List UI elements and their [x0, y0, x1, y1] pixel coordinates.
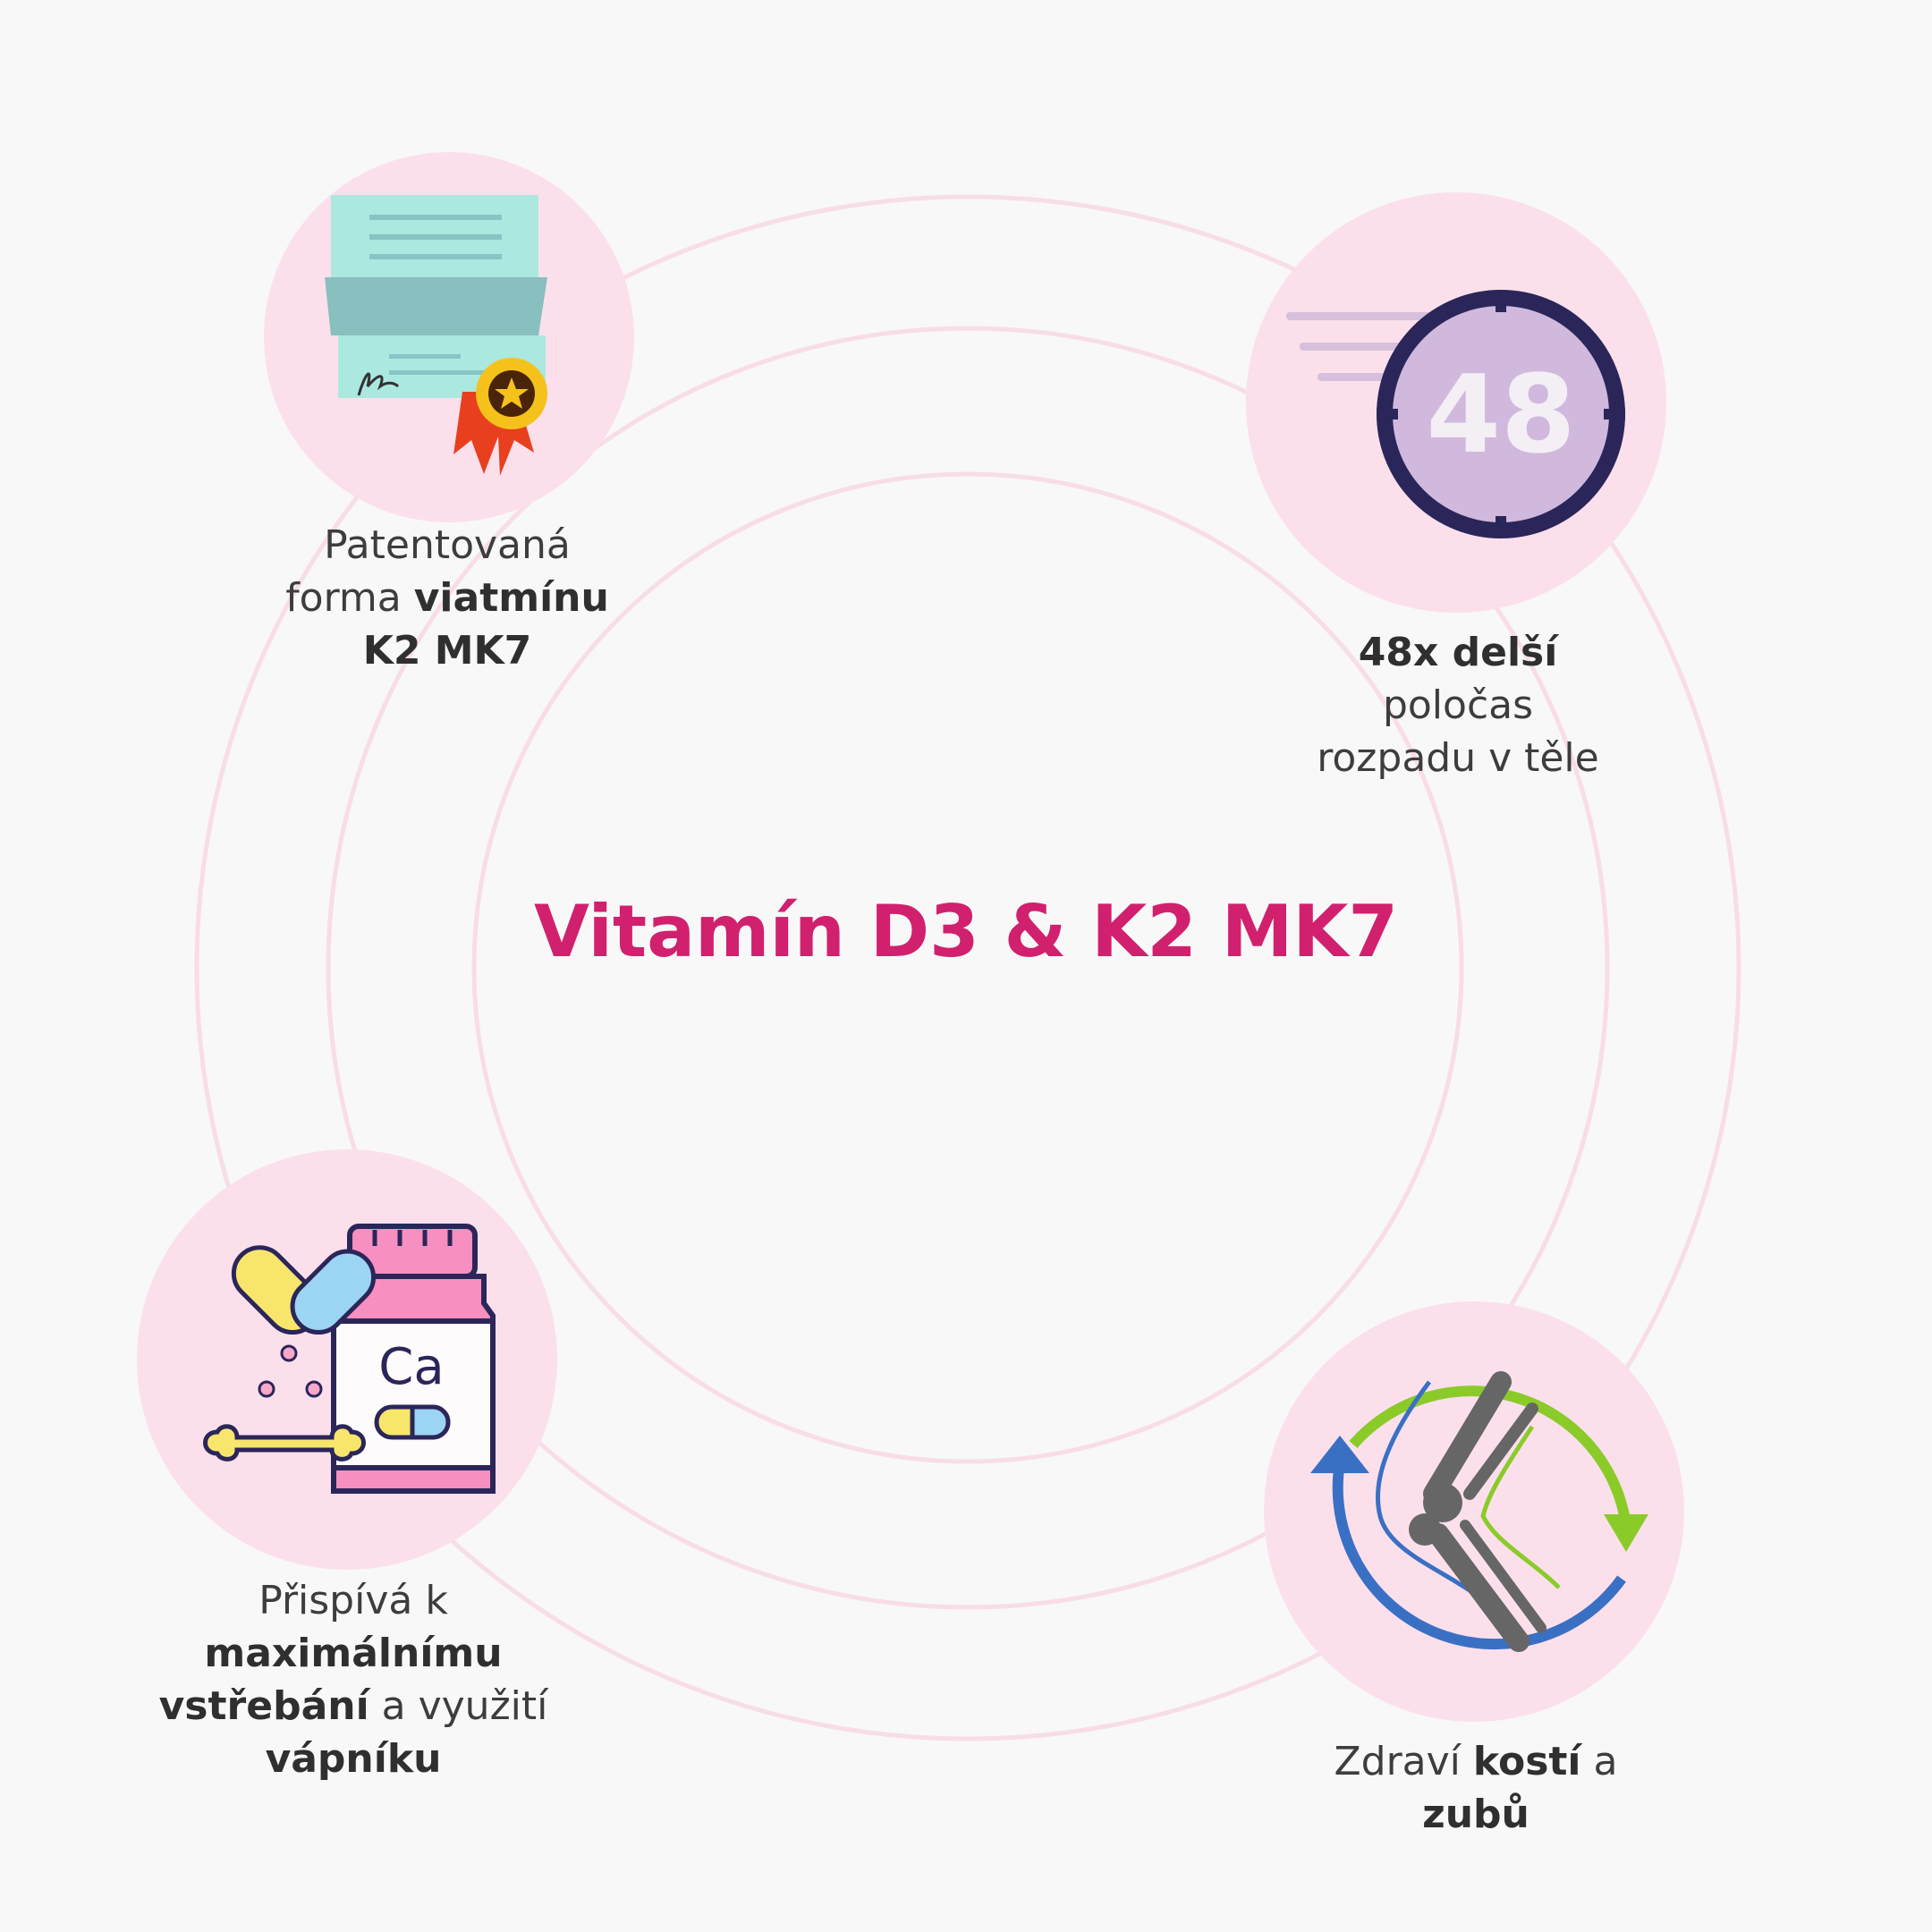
caption-line: Zdraví kostí a [1252, 1735, 1699, 1788]
caption-line: poločas [1234, 679, 1682, 732]
svg-text:Ca: Ca [378, 1338, 444, 1396]
calcium-supplement-icon: Ca [203, 1224, 496, 1494]
caption-line: 48x delší [1234, 626, 1682, 679]
caption-bold-text: K2 MK7 [362, 628, 532, 674]
caption-bold-text: viatmínu [413, 575, 609, 621]
caption-text: rozpadu v těle [1317, 735, 1599, 781]
caption-text: forma [285, 575, 414, 621]
caption-line: forma viatmínu [224, 572, 671, 624]
caption-text: Zdraví [1334, 1739, 1473, 1784]
caption-line: rozpadu v těle [1234, 732, 1682, 784]
caption-text: a využití [369, 1683, 548, 1729]
feature-half-life-caption: 48x delší poločas rozpadu v těle [1234, 626, 1682, 784]
caption-bold-text: vstřebání [158, 1683, 369, 1729]
caption-line: vápníku [125, 1733, 581, 1785]
page-title: Vitamín D3 & K2 MK7 [533, 890, 1399, 973]
caption-line: zubů [1252, 1788, 1699, 1841]
caption-line: Patentovaná [224, 519, 671, 572]
caption-bold-text: vápníku [265, 1736, 442, 1782]
caption-bold-text: 48x delší [1358, 630, 1558, 675]
feature-patent-bubble [264, 152, 634, 522]
caption-line: Přispívá k [125, 1574, 581, 1627]
caption-bold-text: zubů [1422, 1792, 1530, 1837]
caption-bold-text: maximálnímu [204, 1631, 503, 1676]
feature-calcium-bubble: Ca [137, 1149, 557, 1570]
stopwatch-48-icon: 48 [1286, 290, 1625, 538]
caption-text: poločas [1382, 682, 1534, 728]
caption-text: Přispívá k [258, 1578, 448, 1623]
caption-line: maximálnímu [125, 1627, 581, 1680]
feature-half-life-bubble: 48 [1246, 192, 1666, 613]
caption-line: vstřebání a využití [125, 1680, 581, 1733]
feature-bones-bubble [1264, 1301, 1684, 1722]
caption-line: K2 MK7 [224, 624, 671, 677]
caption-text: a [1580, 1739, 1618, 1784]
certificate-icon [325, 195, 547, 476]
caption-text: Patentovaná [324, 522, 571, 568]
knee-joint-icon [1310, 1371, 1648, 1652]
svg-text:48: 48 [1427, 353, 1576, 478]
caption-bold-text: kostí [1472, 1739, 1581, 1784]
